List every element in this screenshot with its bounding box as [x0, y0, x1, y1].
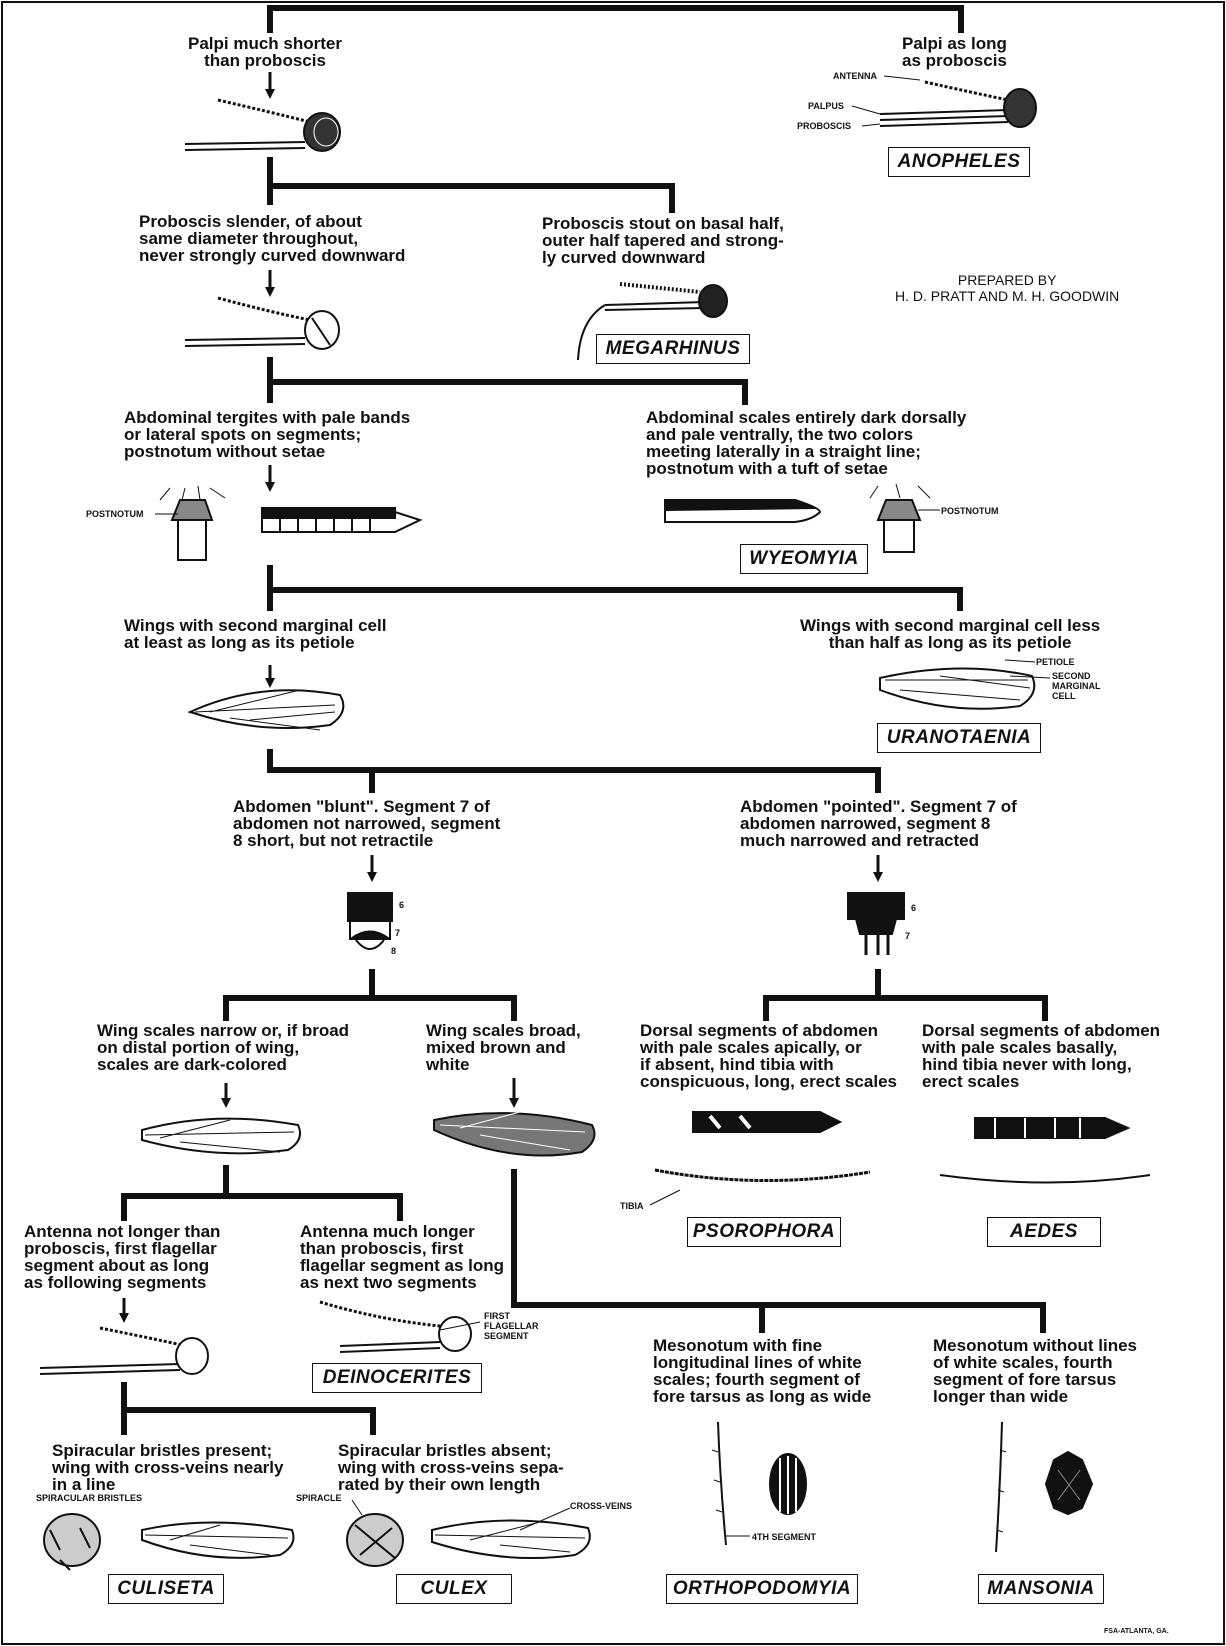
- couplet-7-left-text: Dorsal segments of abdomen with pale sca…: [640, 1021, 897, 1091]
- genus-uranotaenia: URANOTAENIA: [877, 723, 1041, 753]
- culiseta-illustration: [43, 1513, 295, 1571]
- couplet-4-left-text: Wings with second marginal cell at least…: [124, 616, 387, 652]
- genus-aedes: AEDES: [987, 1217, 1101, 1247]
- wing-long-cell-illustration: [187, 689, 345, 731]
- couplet-8-right-text: Antenna much longer than proboscis, firs…: [300, 1222, 505, 1292]
- genus-megarhinus: MEGARHINUS: [596, 334, 750, 364]
- couplet-3-left-text: Abdominal tergites with pale bands or la…: [124, 408, 411, 461]
- pointed-abdomen-illustration: [847, 892, 905, 955]
- culicine-head-illustration-1: [184, 98, 341, 152]
- culicine-head-illustration-3: [39, 1326, 209, 1375]
- label-segment-6-left: 6: [399, 900, 405, 910]
- couplet-5-right-text: Abdomen "pointed". Segment 7 of abdomen …: [740, 797, 1017, 850]
- wing-dark-scales-illustration: [141, 1117, 301, 1155]
- couplet-7-right-text: Dorsal segments of abdomen with pale sca…: [922, 1021, 1161, 1091]
- couplet-2-left-text: Proboscis slender, of about same diamete…: [139, 212, 406, 265]
- culex-illustration: [346, 1499, 591, 1567]
- couplet-5-left-text: Abdomen "blunt". Segment 7 of abdomen no…: [233, 797, 501, 850]
- label-petiole: PETIOLE: [1036, 657, 1075, 667]
- couplet-10-right-text: Spiracular bristles absent; wing with cr…: [338, 1441, 564, 1494]
- couplet-1-left-text: Palpi much shorter than proboscis: [188, 34, 342, 70]
- psorophora-illustration: [649, 1111, 871, 1206]
- couplet-2-right-text: Proboscis stout on basal half, outer hal…: [542, 214, 784, 267]
- key-arrows: [119, 72, 883, 1323]
- label-palpus: PALPUS: [808, 101, 844, 111]
- culicine-head-illustration-2: [184, 296, 340, 350]
- couplet-4-right-text: Wings with second marginal cell less tha…: [800, 616, 1101, 652]
- couplet-9-left-text: Mesonotum with fine longitudinal lines o…: [653, 1336, 872, 1406]
- banded-abdomen-illustration: [261, 507, 423, 533]
- genus-wyeomyia: WYEOMYIA: [740, 544, 868, 574]
- postnotum-right-illustration: [869, 483, 940, 553]
- label-segment-7-right: 7: [905, 931, 911, 941]
- blunt-abdomen-illustration: [347, 892, 393, 950]
- couplet-1-right-text: Palpi as long as proboscis: [902, 34, 1007, 70]
- genus-psorophora: PSOROPHORA: [687, 1217, 841, 1247]
- deinocerites-head-illustration: [319, 1300, 481, 1353]
- couplet-3-right-text: Abdominal scales entirely dark dorsally …: [646, 408, 967, 478]
- genus-deinocerites: DEINOCERITES: [312, 1363, 482, 1393]
- orthopodomyia-illustration: [711, 1421, 807, 1546]
- label-postnotum-left: POSTNOTUM: [86, 509, 144, 519]
- label-antenna: ANTENNA: [833, 71, 877, 81]
- genus-culex: CULEX: [396, 1574, 512, 1604]
- anopheles-head-illustration: [851, 75, 1037, 128]
- aedes-illustration: [939, 1117, 1151, 1184]
- label-postnotum-right: POSTNOTUM: [941, 506, 999, 516]
- couplet-9-right-text: Mesonotum without lines of white scales,…: [933, 1336, 1137, 1406]
- couplet-6-left-text: Wing scales narrow or, if broad on dista…: [97, 1021, 350, 1074]
- postnotum-left-illustration: [155, 485, 226, 561]
- label-segment-8-left: 8: [391, 946, 397, 956]
- megarhinus-head-illustration: [577, 282, 728, 361]
- label-proboscis: PROBOSCIS: [797, 121, 852, 131]
- label-fourth-segment: 4TH SEGMENT: [752, 1532, 817, 1542]
- genus-mansonia: MANSONIA: [978, 1574, 1104, 1604]
- label-first-flagellar-segment: FIRST FLAGELLAR SEGMENT: [484, 1311, 539, 1341]
- credit-text: PREPARED BY H. D. PRATT AND M. H. GOODWI…: [895, 272, 1120, 304]
- couplet-6-right-text: Wing scales broad, mixed brown and white: [426, 1021, 581, 1074]
- couplet-8-left-text: Antenna not longer than proboscis, first…: [24, 1222, 221, 1292]
- mansonia-illustration: [995, 1421, 1094, 1553]
- genus-orthopodomyia: ORTHOPODOMYIA: [666, 1574, 858, 1604]
- key-connector-lines: [121, 5, 1048, 1435]
- wing-short-cell-illustration: [879, 659, 1051, 710]
- label-cross-veins: CROSS-VEINS: [570, 1501, 633, 1511]
- label-tibia: TIBIA: [620, 1201, 644, 1211]
- couplet-10-left-text: Spiracular bristles present; wing with c…: [52, 1441, 284, 1494]
- genus-culiseta: CULISETA: [108, 1574, 224, 1604]
- label-spiracular-bristles: SPIRACULAR BRISTLES: [36, 1493, 143, 1503]
- label-spiracle: SPIRACLE: [296, 1493, 342, 1503]
- wyeomyia-abdomen-illustration: [664, 499, 822, 523]
- footer-mark: FSA-ATLANTA, GA.: [1104, 1628, 1169, 1635]
- wing-mixed-scales-illustration: [433, 1111, 596, 1157]
- label-segment-7-left: 7: [395, 928, 401, 938]
- label-segment-6-right: 6: [911, 903, 917, 913]
- label-second-marginal-cell: SECOND MARGINAL CELL: [1052, 671, 1101, 701]
- genus-anopheles: ANOPHELES: [888, 147, 1030, 177]
